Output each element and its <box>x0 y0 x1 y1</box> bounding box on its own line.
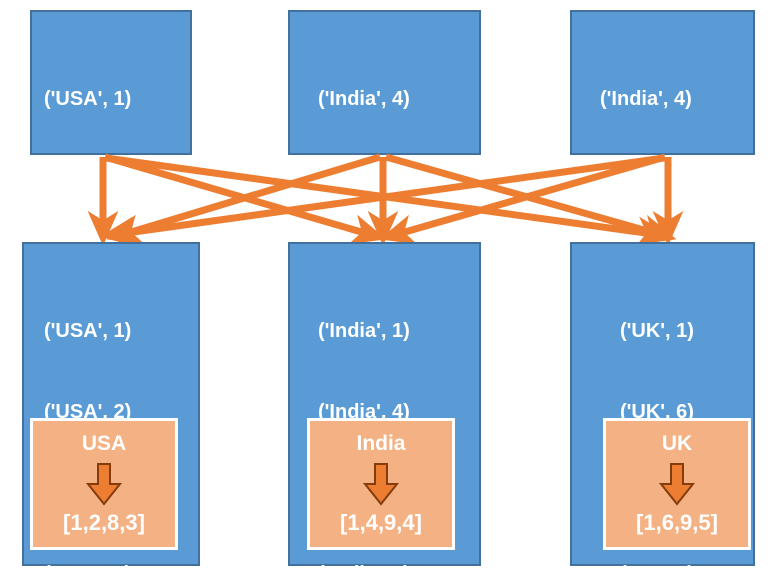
key-value-pair: ('India', 4) <box>318 401 410 423</box>
key-value-pair: ('USA', 1) <box>44 320 132 342</box>
mapper-output-box-3: ('India', 4) ('UK', 6) ('UK', 9) ('UK', … <box>570 10 755 353</box>
key-value-pair: ('India', 1) <box>318 320 410 342</box>
key-value-pair: ('UK', 6) <box>600 169 674 191</box>
aggregation-key-label: UK <box>661 432 693 455</box>
aggregation-box-uk: UK [1,6,9,5] <box>603 418 751 550</box>
key-value-pair: ('UK', 1) <box>620 320 694 342</box>
key-value-pair: ('India', 4) <box>318 88 410 110</box>
key-value-pair: ('India', 9) <box>318 169 410 191</box>
reducer-group-box-usa: ('USA', 1) ('USA', 2) ('USA', 8) ('USA',… <box>22 242 200 574</box>
reducer-group-box-uk: ('UK', 1) ('UK', 6) ('UK', 9) ('UK', 5) … <box>570 242 755 574</box>
aggregation-box-usa: USA [1,2,8,3] <box>30 418 178 550</box>
key-value-pair: ('UK', 6) <box>620 401 694 423</box>
key-value-pair: ('USA', 2) <box>44 169 132 191</box>
mapper-output-box-2: ('India', 4) ('India', 9) ('USA', 8) ('U… <box>288 10 481 353</box>
key-value-pair: ('USA', 2) <box>44 401 132 423</box>
key-value-pair: ('India', 4) <box>318 563 410 574</box>
key-value-pair: ('UK', 5) <box>620 563 694 574</box>
aggregation-key-label: USA <box>81 432 127 455</box>
aggregation-values: [1,4,9,4] <box>340 510 422 535</box>
key-value-pair: ('India', 4) <box>600 88 692 110</box>
aggregation-values: [1,6,9,5] <box>636 510 718 535</box>
key-value-pair: ('USA', 1) <box>44 88 132 110</box>
reducer-group-box-india: ('India', 1) ('India', 4) ('India', 9) (… <box>288 242 481 574</box>
key-value-pair: ('USA', 3) <box>44 563 132 574</box>
down-arrow-icon <box>85 463 123 506</box>
mapper-output-box-1: ('USA', 1) ('USA', 2) ('India', 1) ('UK'… <box>30 10 192 353</box>
aggregation-values: [1,2,8,3] <box>63 510 145 535</box>
down-arrow-icon <box>658 463 696 506</box>
down-arrow-icon <box>362 463 400 506</box>
aggregation-key-label: India <box>356 432 406 455</box>
aggregation-box-india: India [1,4,9,4] <box>307 418 455 550</box>
